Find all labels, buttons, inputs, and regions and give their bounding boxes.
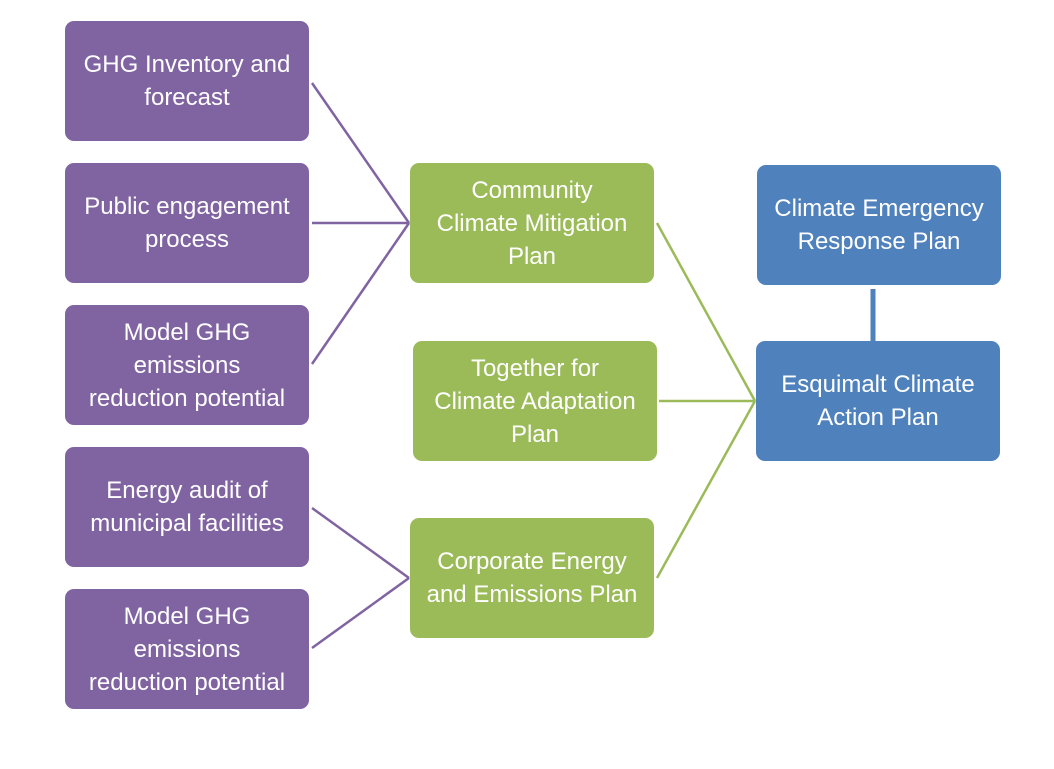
- input-label-energy-audit: Energy audit of municipal facilities: [90, 477, 284, 537]
- connector-model-ghg-1-to-community: [310, 222, 411, 365]
- connector-community-to-action: [655, 222, 757, 402]
- outcome-label-emergency-response: Climate Emergency Response Plan: [774, 195, 984, 255]
- outcome-box-climate-action-plan: Esquimalt Climate Action Plan: [756, 341, 1000, 461]
- input-box-ghg-inventory: GHG Inventory and forecast: [65, 21, 309, 141]
- connector-ghg-inventory-to-community: [310, 82, 411, 224]
- plan-box-corporate-energy: Corporate Energy and Emissions Plan: [410, 518, 654, 638]
- input-box-model-ghg-2: Model GHG emissions reduction potential: [65, 589, 309, 709]
- input-label-model-ghg-2: Model GHG emissions reduction potential: [88, 602, 286, 696]
- input-box-energy-audit: Energy audit of municipal facilities: [65, 447, 309, 567]
- input-label-model-ghg-1: Model GHG emissions reduction potential: [88, 318, 286, 412]
- connector-energy-audit-to-corporate: [311, 506, 410, 580]
- input-label-public-engagement: Public engagement process: [84, 193, 290, 253]
- plan-box-climate-adaptation: Together for Climate Adaptation Plan: [413, 341, 657, 461]
- connector-corporate-to-action: [655, 400, 757, 579]
- plan-label-corporate-energy: Corporate Energy and Emissions Plan: [426, 548, 638, 608]
- plan-box-community-mitigation: Community Climate Mitigation Plan: [410, 163, 654, 283]
- input-label-ghg-inventory: GHG Inventory and forecast: [83, 51, 291, 111]
- plan-label-climate-adaptation: Together for Climate Adaptation Plan: [434, 354, 636, 448]
- input-box-public-engagement: Public engagement process: [65, 163, 309, 283]
- plan-label-community-mitigation: Community Climate Mitigation Plan: [436, 176, 628, 270]
- outcome-label-climate-action-plan: Esquimalt Climate Action Plan: [781, 371, 975, 431]
- outcome-box-emergency-response: Climate Emergency Response Plan: [757, 165, 1001, 285]
- connector-model-ghg-2-to-corporate: [311, 576, 410, 650]
- input-box-model-ghg-1: Model GHG emissions reduction potential: [65, 305, 309, 425]
